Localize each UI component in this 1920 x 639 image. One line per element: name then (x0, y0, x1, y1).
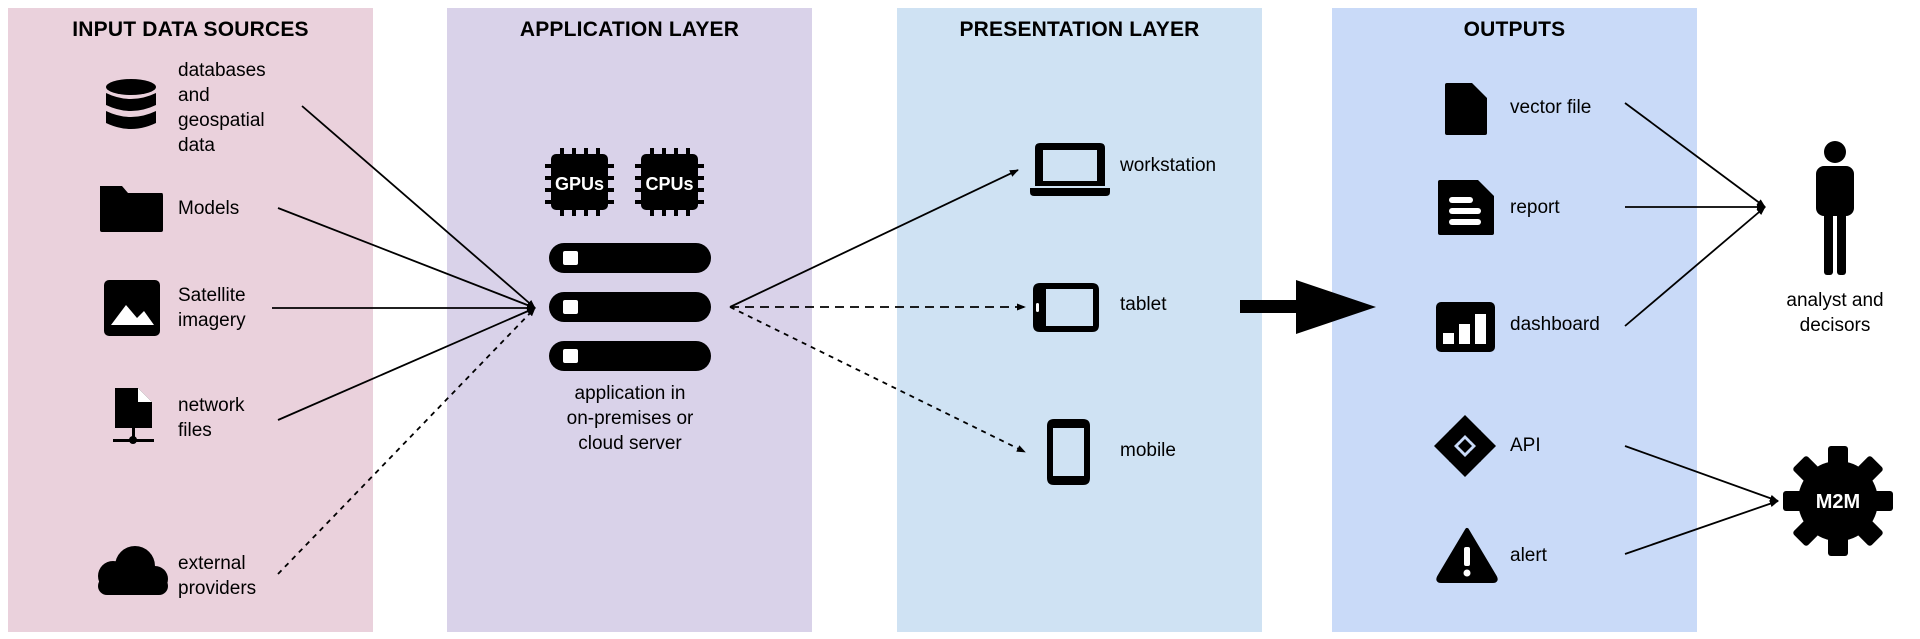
input-label-line: Satellite (178, 285, 246, 306)
server-label-line: on-premises or (566, 408, 694, 429)
gear-icon: M2M (1783, 446, 1893, 556)
connector-alert (1624, 500, 1779, 555)
presentation-connectors (729, 169, 1026, 453)
input-item-satellite: Satellite imagery (178, 283, 246, 333)
big-arrow (1240, 280, 1376, 334)
input-item-databases: databases and geospatial data (178, 58, 266, 158)
input-label-line: Models (178, 198, 240, 219)
analyst-label: analyst and decisors (1765, 288, 1905, 338)
cpu-chip-icon: CPUs (635, 148, 704, 216)
input-label-line: databases (178, 60, 266, 81)
column-title: OUTPUTS (1463, 18, 1566, 41)
server-label-line: application in (574, 383, 686, 404)
presentation-label-workstation: workstation (1120, 155, 1217, 176)
input-label-line: imagery (178, 310, 246, 331)
connector-vector-file (1624, 102, 1766, 208)
input-label-line: geospatial (178, 110, 265, 131)
input-label-line: files (178, 420, 212, 441)
input-label-line: data (178, 135, 215, 156)
report-icon (1438, 180, 1494, 235)
connector-models (277, 207, 536, 309)
input-label-line: network (178, 395, 245, 416)
person-icon (1816, 141, 1854, 275)
presentation-label-tablet: tablet (1120, 294, 1167, 315)
m2m-label: M2M (1816, 491, 1860, 513)
input-item-external-providers: external providers (178, 551, 256, 601)
tablet-icon (1033, 283, 1099, 332)
server-label: application in on-premises or cloud serv… (530, 381, 730, 456)
gpu-chip-label: GPUs (555, 174, 604, 194)
input-data-sources-column: INPUT DATA SOURCES (8, 8, 373, 632)
cloud-icon (98, 546, 168, 595)
connector-databases (301, 105, 536, 309)
analyst-label-line: analyst and (1786, 290, 1884, 311)
mobile-icon (1047, 419, 1090, 485)
cpu-chip-label: CPUs (645, 174, 693, 194)
output-label-api: API (1510, 435, 1541, 456)
output-label-dashboard: dashboard (1510, 314, 1600, 335)
connector-api (1624, 445, 1779, 502)
output-label-vector-file: vector file (1510, 97, 1592, 118)
image-icon (104, 280, 160, 336)
network-file-icon (113, 388, 154, 444)
database-icon (106, 79, 156, 129)
folder-icon (100, 186, 163, 232)
dashboard-icon (1436, 302, 1495, 352)
connector-dashboard (1624, 206, 1766, 327)
connector-workstation (729, 169, 1019, 308)
input-label-line: external (178, 553, 246, 574)
input-item-network-files: network files (178, 393, 245, 443)
input-connectors (272, 105, 536, 575)
api-icon (1434, 415, 1496, 477)
alert-icon (1436, 528, 1498, 583)
column-title: INPUT DATA SOURCES (72, 18, 309, 41)
output-label-report: report (1510, 197, 1560, 218)
file-icon (1445, 83, 1487, 135)
input-label-line: providers (178, 578, 257, 599)
presentation-label-mobile: mobile (1120, 440, 1176, 461)
laptop-icon (1030, 143, 1110, 196)
connector-external-providers (277, 307, 536, 575)
input-item-models: Models (178, 196, 239, 221)
server-label-line: cloud server (578, 433, 682, 454)
column-title: PRESENTATION LAYER (959, 18, 1200, 41)
connector-mobile (729, 306, 1026, 453)
output-label-alert: alert (1510, 545, 1547, 566)
server-icon (549, 243, 711, 371)
analyst-label-line: decisors (1799, 315, 1871, 336)
input-label-line: and (178, 85, 210, 106)
output-connectors (1624, 102, 1779, 555)
connector-network-files (277, 307, 536, 421)
gpu-chip-icon: GPUs (545, 148, 614, 216)
column-title: APPLICATION LAYER (519, 18, 740, 41)
presentation-layer-column: PRESENTATION LAYER (897, 8, 1262, 632)
